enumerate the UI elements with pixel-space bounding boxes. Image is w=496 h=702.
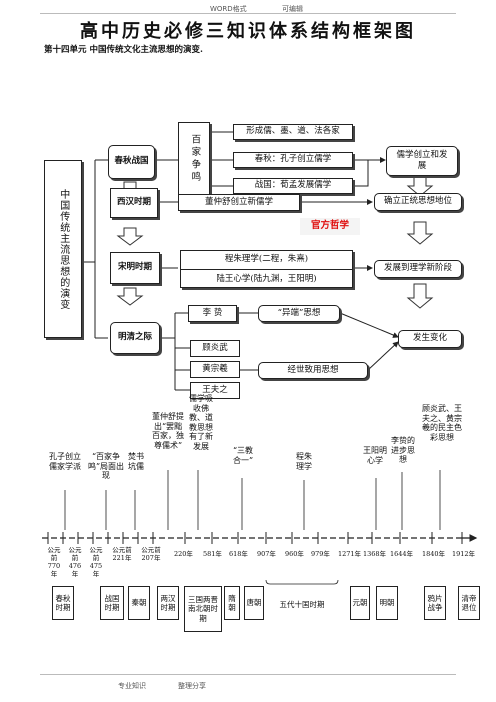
era-yuan: 元朝 [350,586,370,620]
date-15: 1840年 [422,550,446,558]
timeline-label-3: 焚书坑儒 [128,452,144,471]
date-14: 1644年 [390,550,414,558]
era-ming: 明朝 [376,586,398,620]
era-sui: 隋朝 [224,586,240,620]
neo-confucian-group: 程朱理学(二程，朱熹) 陆王心学(陆九渊，王阳明) [180,250,353,288]
jingshi-box: 经世致用思想 [258,362,368,379]
baijia-box: 百家争鸣 [178,122,210,196]
li-zhi-box: 李 贽 [188,305,237,322]
official-philosophy-label: 官方哲学 [300,218,360,235]
yiduan-box: “异端”思想 [258,305,340,322]
date-4: 公元前221年 [112,546,132,563]
date-10: 960年 [285,550,304,558]
timeline-label-9: 李贽的进步思想 [391,436,415,465]
date-9: 907年 [257,550,276,558]
lu-wang-label: 陆王心学(陆九渊，王阳明) [216,273,317,284]
era-opium-war: 鸦片战争 [424,586,446,620]
main-topic-label: 中国传统主流思想的演变 [57,188,69,310]
date-5: 公元前207年 [141,546,161,563]
timeline-label-7: 程朱理学 [296,452,312,471]
era-han: 两汉时期 [157,586,179,620]
date-8: 618年 [229,550,248,558]
timeline-label-5: 儒学吸收佛教、道教思想有了新发展 [189,394,213,451]
timeline-label-1: 孔子创立儒家学派 [49,452,81,471]
date-16: 1912年 [452,550,476,558]
unit-subtitle: 第十四单元 中国传统文化主流思想的演变. [44,45,203,55]
date-2: 公元前476年 [68,546,82,579]
period-songming: 宋明时期 [110,252,160,284]
timeline-label-4: 董仲舒提出“罢黜百家，独尊儒术” [152,412,184,450]
confucius-box: 春秋：孔子创立儒学 [233,152,353,168]
timeline-label-10: 顾炎武、王夫之、黄宗羲的民主色彩思想 [422,404,462,442]
era-sanguo: 三国两晋南北朝时期 [184,586,222,632]
footer-rule [40,674,456,675]
era-tang: 唐朝 [244,586,264,620]
era-wudai: 五代十国时期 [268,596,336,614]
footer-left: 专业知识 [118,682,146,690]
footer-right: 整理分享 [178,682,206,690]
baijia-label: 百家争鸣 [189,134,201,184]
period-mingqing: 明清之际 [110,322,160,354]
era-qing-end: 清帝退位 [458,586,480,620]
zhanguo-box: 战国：荀孟发展儒学 [233,178,353,194]
date-12: 1271年 [338,550,362,558]
timeline-label-8: 王阳明心学 [363,446,387,465]
header-left: WORD格式 [210,5,247,13]
ru-create-box: 儒学创立和发展 [386,146,458,176]
date-11: 979年 [311,550,330,558]
date-1: 公元前770年 [47,546,61,579]
huang-box: 黄宗羲 [190,361,240,378]
schools-box: 形成儒、墨、道、法各家 [233,124,353,140]
era-zhanguo: 战国时期 [100,586,124,620]
header-rule [40,13,456,14]
page-title: 高中历史必修三知识体系结构框架图 [80,21,416,42]
period-xihan: 西汉时期 [110,188,158,218]
date-13: 1368年 [363,550,387,558]
date-3: 公元前475年 [89,546,103,579]
zhengtong-box: 确立正统思想地位 [374,193,462,211]
header-right: 可编辑 [282,5,303,13]
era-qin: 秦朝 [128,586,150,620]
cheng-zhu-label: 程朱理学(二程，朱熹) [181,251,352,270]
change-box: 发生变化 [398,330,462,348]
date-7: 581年 [203,550,222,558]
date-6: 220年 [174,550,193,558]
dong-box: 董仲舒创立新儒学 [178,194,300,211]
gu-box: 顾炎武 [190,340,240,357]
era-chunqiu: 春秋时期 [52,586,74,620]
main-topic-box: 中国传统主流思想的演变 [44,160,82,338]
timeline-label-2: “百家争鸣”局面出现 [87,452,125,481]
new-stage-box: 发展到理学新阶段 [374,260,462,278]
wang-box: 王夫之 [190,382,240,399]
period-chunqiu: 春秋战国 [108,145,155,179]
timeline-label-6: “三教合一” [232,446,254,465]
